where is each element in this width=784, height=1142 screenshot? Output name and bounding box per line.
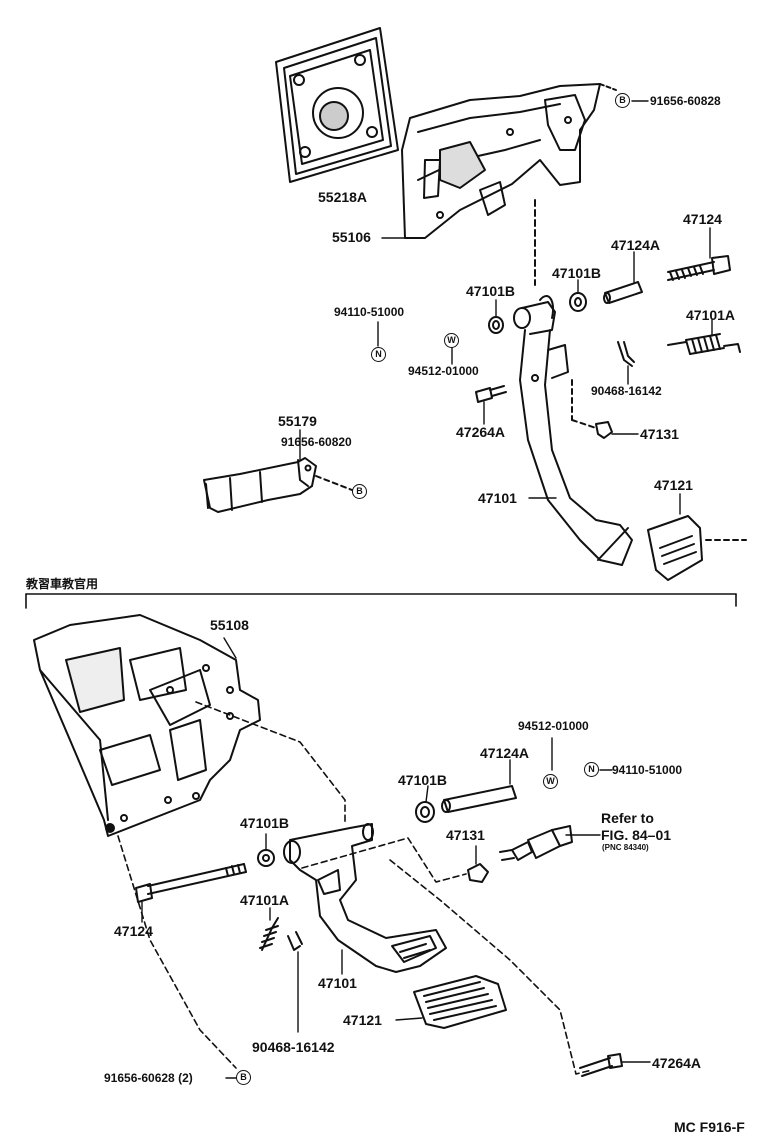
stopper-47131-top	[595, 421, 613, 439]
b-symbol-icon: B	[615, 93, 630, 108]
label-55106: 55106	[332, 229, 371, 245]
bushing-47101B-top-right	[569, 292, 587, 312]
leader-47101B-bottom-right	[425, 785, 429, 803]
label-90468-16142-top: 90468-16142	[591, 384, 662, 398]
label-47101A-bottom: 47101A	[240, 892, 290, 908]
label-94110-51000-top: 94110-51000	[334, 305, 405, 319]
section-box	[25, 593, 737, 609]
stopper-47131-bottom	[467, 863, 489, 883]
label-94512-01000-bottom: 94512-01000	[518, 719, 589, 733]
bushing-47101B-top-left	[488, 316, 504, 334]
top-dash-stop-link	[571, 419, 597, 429]
refer-to-line1: Refer to	[601, 810, 654, 826]
gasket-55218A	[275, 27, 399, 183]
brake-pedal-arm-47101-top	[513, 295, 633, 566]
label-47124-bottom: 47124	[114, 923, 153, 939]
refer-to-pnc: (PNC 84340)	[602, 843, 649, 852]
label-91656-60828: 91656-60828	[650, 94, 721, 108]
stay-55179-top	[203, 457, 317, 513]
spring-47101A-bottom	[259, 917, 279, 951]
label-47101B-top-left: 47101B	[466, 283, 516, 299]
label-47101B-top-right: 47101B	[552, 265, 602, 281]
figure-code: MC F916-F	[674, 1119, 745, 1135]
collar-47124A-bottom	[441, 785, 517, 813]
label-47124-top: 47124	[683, 211, 722, 227]
bushing-47101B-bottom-left	[257, 849, 275, 867]
label-47101A-top: 47101A	[686, 307, 736, 323]
collar-47124A-top	[603, 281, 643, 304]
pedal-bracket-55108	[33, 614, 261, 837]
clip-90468-16142-top	[617, 341, 635, 367]
label-47121-top: 47121	[654, 477, 693, 493]
label-90468-16142-bottom: 90468-16142	[252, 1039, 335, 1055]
leader-55108	[223, 637, 237, 659]
label-47131-top: 47131	[640, 426, 679, 442]
w-symbol-icon-2: W	[543, 774, 558, 789]
label-47264A-bottom: 47264A	[652, 1055, 702, 1071]
b-symbol-icon-3: B	[236, 1070, 251, 1085]
section-title: 教習車教官用	[26, 577, 99, 591]
refer-to-line2: FIG. 84–01	[601, 827, 672, 843]
label-47124A-top: 47124A	[611, 237, 661, 253]
n-symbol-icon: N	[371, 347, 386, 362]
label-47101B-bottom-left: 47101B	[240, 815, 290, 831]
n-symbol-icon-2: N	[584, 762, 599, 777]
clip-90468-16142-bottom	[287, 931, 303, 951]
label-47101-bottom: 47101	[318, 975, 357, 991]
bolt-47264A-bottom	[579, 1053, 623, 1077]
label-47124A-bottom: 47124A	[480, 745, 530, 761]
w-symbol-icon: W	[444, 333, 459, 348]
stop-lamp-switch	[499, 825, 573, 861]
leader-47121-bottom	[395, 1017, 423, 1021]
label-47101B-bottom-right: 47101B	[398, 772, 448, 788]
label-55179: 55179	[278, 413, 317, 429]
label-47264A-top: 47264A	[456, 424, 506, 440]
spring-47101A-top	[667, 333, 741, 355]
bottom-dashed-lines	[117, 701, 593, 1075]
label-55108: 55108	[210, 617, 249, 633]
label-47131-bottom: 47131	[446, 827, 485, 843]
label-55218A: 55218A	[318, 189, 368, 205]
label-94512-01000-top: 94512-01000	[408, 364, 479, 378]
b-symbol-icon-2: B	[352, 484, 367, 499]
label-94110-51000-bottom: 94110-51000	[612, 763, 683, 777]
bolt-47124-top	[667, 255, 731, 281]
pedal-bracket-55106	[401, 83, 617, 239]
top-dash-stay-bolt	[315, 475, 353, 491]
bolt-47264A-top	[475, 385, 507, 403]
bushing-47101B-bottom-right	[415, 801, 435, 823]
pedal-pad-47121-top	[647, 515, 703, 581]
pedal-pad-47121-bottom	[413, 975, 507, 1029]
label-91656-60820: 91656-60820	[281, 435, 352, 449]
bolt-47124-bottom	[135, 863, 247, 903]
label-91656-60628: 91656-60628 (2)	[104, 1071, 193, 1085]
label-47121-bottom: 47121	[343, 1012, 382, 1028]
label-47101-top: 47101	[478, 490, 517, 506]
brake-pedal-arm-47101-bottom	[283, 823, 447, 973]
